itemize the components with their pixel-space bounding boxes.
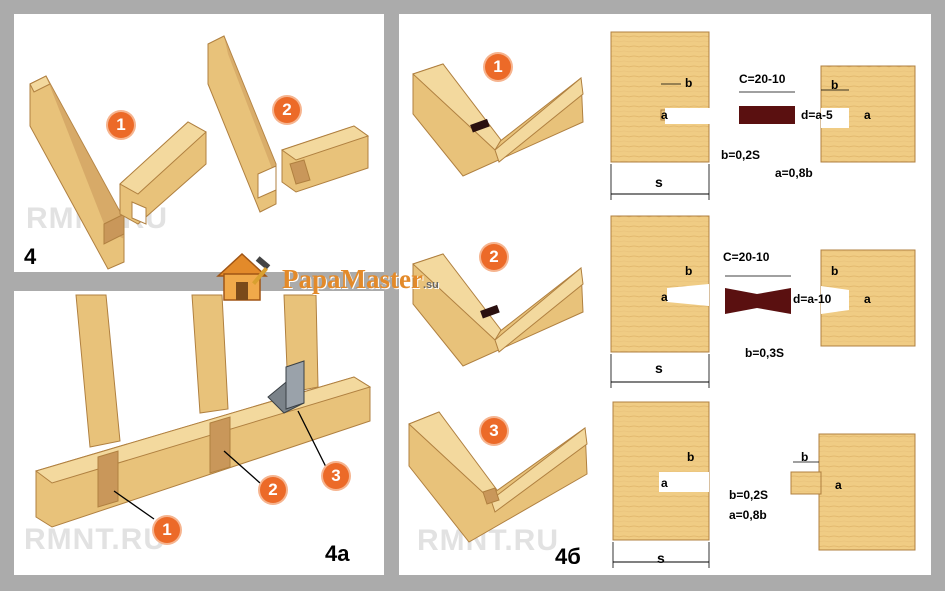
pointer-lines	[113, 410, 327, 520]
logo-tld: .su	[422, 279, 439, 291]
dim-b: b	[687, 450, 695, 464]
dim-b2: b	[801, 450, 809, 464]
dim-b2: b	[831, 78, 839, 92]
beam-section-drawing	[820, 249, 916, 347]
dim-a2: a	[864, 292, 871, 306]
logo-text: PapaMaster.su	[282, 264, 439, 295]
frame-joints-drawing	[34, 294, 372, 528]
dim-b: b	[685, 264, 693, 278]
beam-section-drawing	[612, 401, 710, 568]
beam-illustration	[119, 121, 207, 225]
dovetail-drawings	[408, 31, 916, 568]
panel-label: 4б	[555, 544, 581, 569]
badge-3: 3	[323, 463, 349, 489]
beam-illustration	[280, 125, 370, 193]
corner-joint-illustration	[408, 411, 588, 543]
dim-c: C=20-10	[723, 250, 770, 264]
corner-joint-illustration	[412, 253, 584, 367]
beam-illustration	[207, 35, 277, 213]
site-logo: PapaMaster.su	[212, 250, 472, 302]
dim-a: a	[661, 108, 668, 122]
badge-3: 3	[481, 418, 507, 444]
badge-1: 1	[485, 54, 511, 80]
corner-joint-drawing	[29, 35, 370, 270]
dim-a: a	[661, 290, 668, 304]
formula-2: a=0,8b	[775, 166, 813, 180]
key-insert-drawing	[725, 275, 791, 314]
beam-illustration	[29, 75, 125, 270]
beam-section-drawing	[790, 433, 916, 551]
beam-section-drawing	[820, 65, 916, 163]
dim-a: a	[661, 476, 668, 490]
beam-section-drawing	[610, 31, 713, 200]
house-logo-icon	[216, 252, 271, 301]
panel-4: RMNT.RU 1 2 4	[14, 14, 384, 272]
formula-1: b=0,3S	[745, 346, 785, 360]
dim-d: d=a-10	[793, 292, 832, 306]
dim-a2: a	[864, 108, 871, 122]
dim-s: s	[655, 360, 663, 376]
panel-4b: RMNT.RU	[399, 14, 931, 575]
beam-section-drawing	[610, 215, 710, 388]
badge-2: 2	[274, 97, 300, 123]
dim-s: s	[655, 174, 663, 190]
badge-1: 1	[108, 112, 134, 138]
dim-d: d=a-5	[801, 108, 833, 122]
watermark: RMNT.RU	[24, 523, 166, 556]
post-illustration	[75, 294, 319, 448]
logo-name-b: Master	[340, 264, 423, 294]
formula-1: b=0,2S	[729, 488, 769, 502]
badge-2: 2	[260, 477, 286, 503]
dim-a2: a	[835, 478, 842, 492]
steel-bracket-illustration	[267, 360, 305, 414]
badge-1: 1	[154, 517, 180, 543]
formula-2: a=0,8b	[729, 508, 767, 522]
dim-c: C=20-10	[739, 72, 786, 86]
formula-1: b=0,2S	[721, 148, 761, 162]
dim-b: b	[685, 76, 693, 90]
dim-b2: b	[831, 264, 839, 278]
badge-2: 2	[481, 244, 507, 270]
panel-label: 4а	[325, 541, 350, 566]
key-insert-drawing	[739, 91, 795, 124]
logo-name-a: Papa	[282, 264, 341, 294]
panel-4a: RMNT.RU 1 2 3 4а	[14, 291, 384, 575]
corner-joint-illustration	[412, 63, 584, 177]
panel-label: 4	[24, 244, 37, 269]
dim-s: s	[657, 550, 665, 566]
